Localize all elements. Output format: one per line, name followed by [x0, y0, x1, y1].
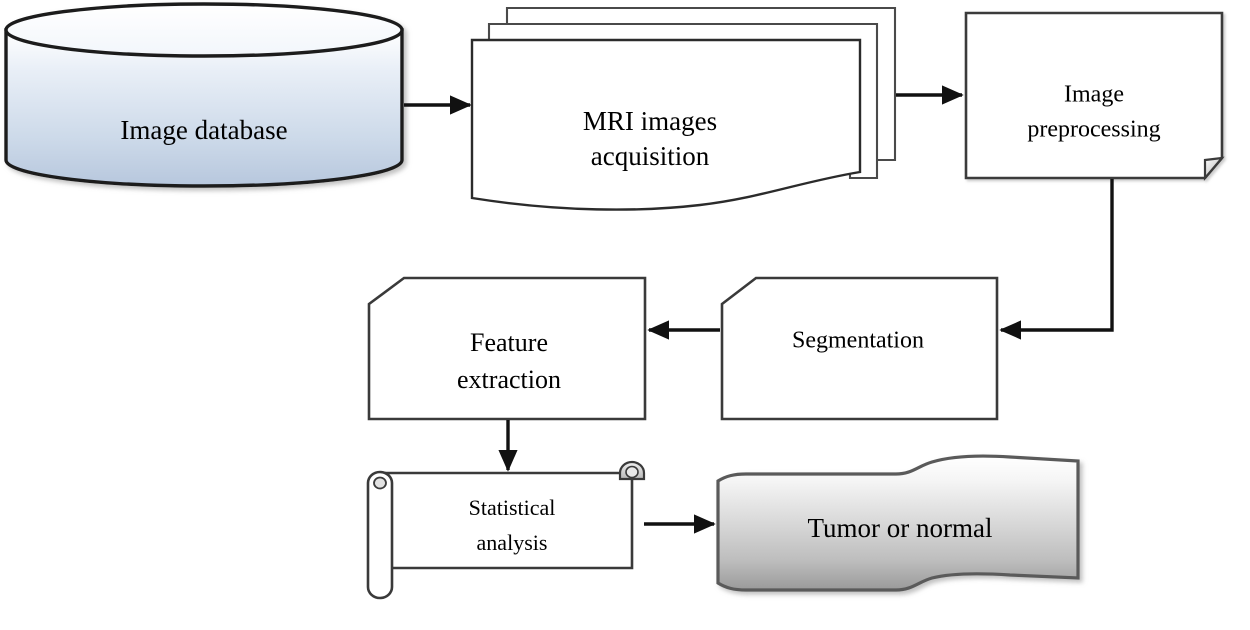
image-preprocessing-label-line2: preprocessing — [1027, 117, 1160, 143]
image-preprocessing-label-line1: Image — [1064, 82, 1124, 108]
banner-flag-body — [716, 454, 1080, 592]
scroll-left-roll — [366, 470, 394, 600]
preprocessing-folded-corner — [1203, 156, 1225, 181]
scroll-left-curl — [373, 476, 387, 490]
statistical-analysis-label-line2: analysis — [477, 530, 548, 555]
node-tumor-or-normal[interactable] — [716, 454, 1080, 592]
feature-extraction-label-line1: Feature — [470, 328, 548, 357]
node-image-database[interactable] — [4, 2, 404, 188]
segmentation-card-body — [720, 276, 999, 421]
node-feature-extraction[interactable] — [367, 276, 647, 421]
feature-extraction-card-body — [367, 276, 647, 421]
feature-extraction-label-line2: extraction — [457, 365, 561, 394]
mri-acquisition-label-line1: MRI images — [583, 106, 717, 136]
connector-preprocessing-to-segmentation — [999, 179, 1114, 340]
scroll-right-inner-curl — [625, 465, 639, 479]
mri-acquisition-label-line2: acquisition — [591, 141, 710, 171]
database-cylinder-body — [4, 28, 404, 188]
node-image-preprocessing[interactable] — [964, 11, 1225, 181]
database-cylinder-top — [4, 2, 404, 58]
mri-document-sheet-front — [470, 38, 862, 211]
node-statistical-analysis[interactable] — [366, 460, 646, 600]
image-database-label: Image database — [120, 115, 287, 145]
node-segmentation[interactable] — [720, 276, 999, 421]
segmentation-label: Segmentation — [792, 328, 924, 354]
tumor-or-normal-label: Tumor or normal — [807, 513, 992, 543]
statistical-analysis-label-line1: Statistical — [469, 495, 556, 520]
node-mri-images-acquisition[interactable] — [470, 6, 897, 211]
